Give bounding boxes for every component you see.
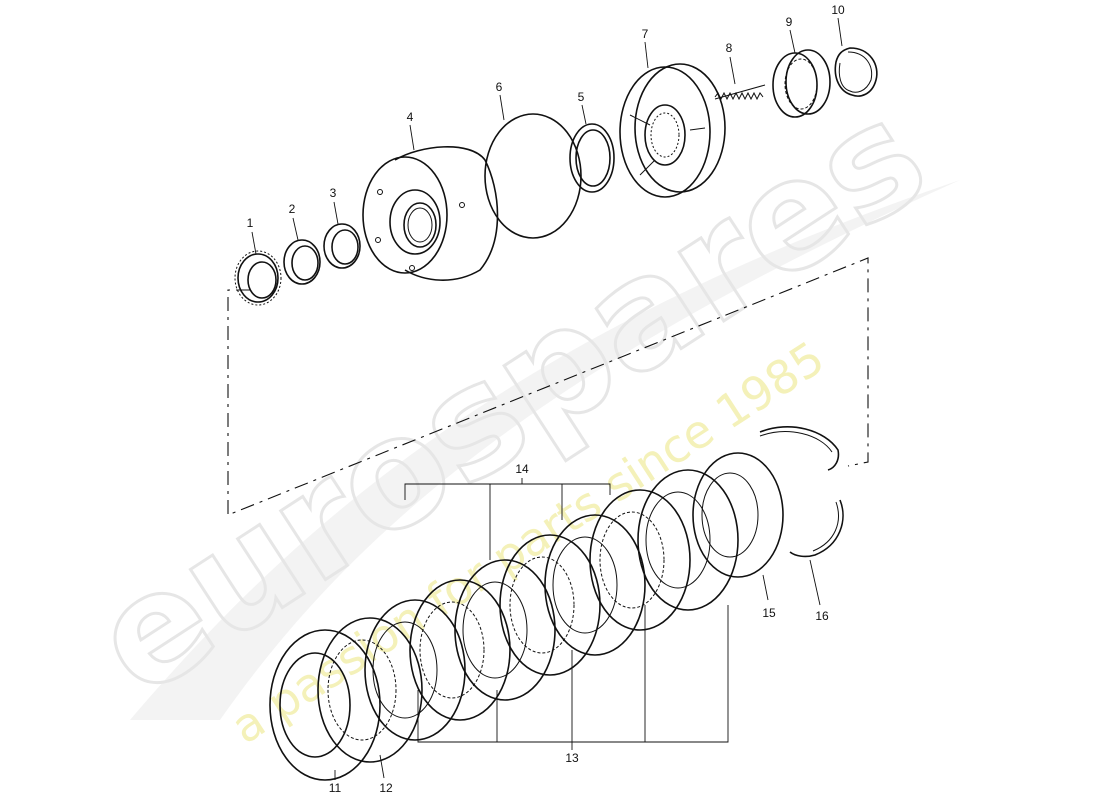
clutch-plate <box>317 617 423 763</box>
clutch-pack <box>269 452 784 781</box>
callout-10: 10 <box>831 3 845 17</box>
callout-2: 2 <box>289 202 296 216</box>
watermark-brand: eurospares <box>65 68 955 730</box>
callout-5: 5 <box>578 90 585 104</box>
clutch-plate <box>637 469 739 611</box>
callout-4: 4 <box>407 110 414 124</box>
callout-13: 13 <box>565 751 579 765</box>
part-6-o-ring <box>484 113 582 239</box>
clutch-plate <box>692 452 784 578</box>
clutch-plate <box>544 514 646 656</box>
bracket-14 <box>404 478 611 560</box>
callout-9: 9 <box>786 15 793 29</box>
part-2-washer <box>283 239 321 285</box>
clutch-plate <box>269 629 381 781</box>
callouts: 1 2 3 4 5 6 7 8 9 10 11 12 13 14 15 16 <box>247 3 845 795</box>
callout-14: 14 <box>515 462 529 476</box>
part-1-needle-bearing <box>234 250 282 306</box>
part-4-clutch-drum <box>362 146 499 281</box>
callout-12: 12 <box>379 781 393 795</box>
callout-3: 3 <box>330 186 337 200</box>
part-5-snap-ring <box>569 123 615 193</box>
watermark-swoosh <box>130 180 960 720</box>
callout-15: 15 <box>762 606 776 620</box>
part-7-clutch-hub <box>619 63 726 198</box>
callout-16: 16 <box>815 609 829 623</box>
bracket-13 <box>417 605 729 750</box>
clutch-plate <box>364 599 466 741</box>
callout-11: 11 <box>329 781 342 795</box>
part-16-circlip <box>759 426 844 558</box>
clutch-plate <box>589 489 691 631</box>
clutch-plate <box>409 579 511 721</box>
callout-6: 6 <box>496 80 503 94</box>
callout-1: 1 <box>247 216 254 230</box>
callout-8: 8 <box>726 41 733 55</box>
leader-lines <box>251 17 843 780</box>
callout-7: 7 <box>642 27 649 41</box>
clutch-plate <box>454 559 556 701</box>
part-10-circlip <box>834 47 878 97</box>
part-3-washer <box>323 223 361 269</box>
part-8-spring <box>714 84 766 101</box>
clutch-plate <box>499 534 601 676</box>
assembly-dash-line <box>227 257 869 516</box>
